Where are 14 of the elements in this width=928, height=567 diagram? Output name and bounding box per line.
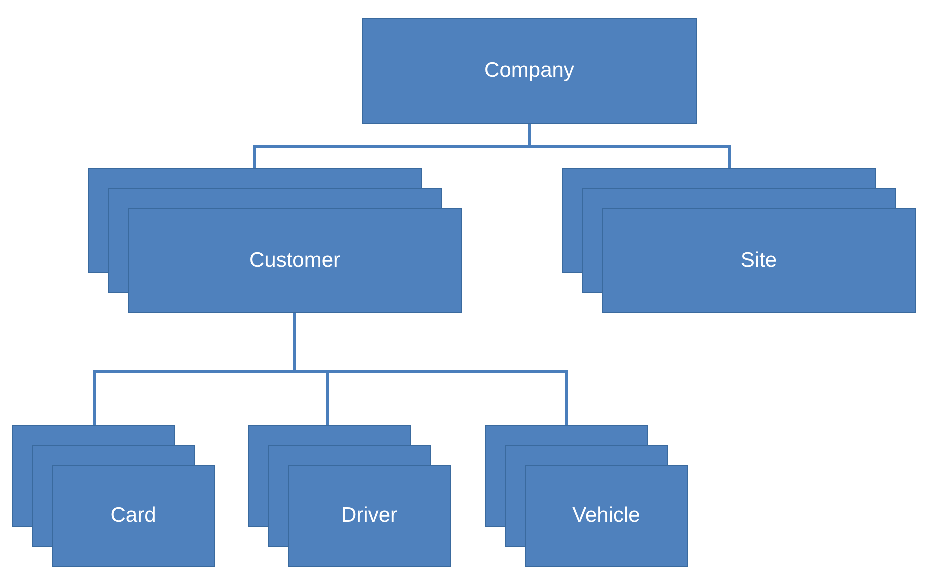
stacked-boxes [562,168,916,313]
stacked-boxes [12,425,215,567]
node-label: Vehicle [572,504,640,528]
node-label: Company [484,59,574,83]
node-label: Card [110,504,156,528]
stacked-boxes [88,168,462,313]
connector-line [294,313,568,425]
stacked-boxes [485,425,688,567]
node-label: Site [740,248,778,272]
node-label: Customer [249,248,341,272]
entity-box [362,18,697,124]
node-label: Driver [342,504,398,528]
connector-line [528,124,732,168]
stacked-boxes [248,425,451,567]
